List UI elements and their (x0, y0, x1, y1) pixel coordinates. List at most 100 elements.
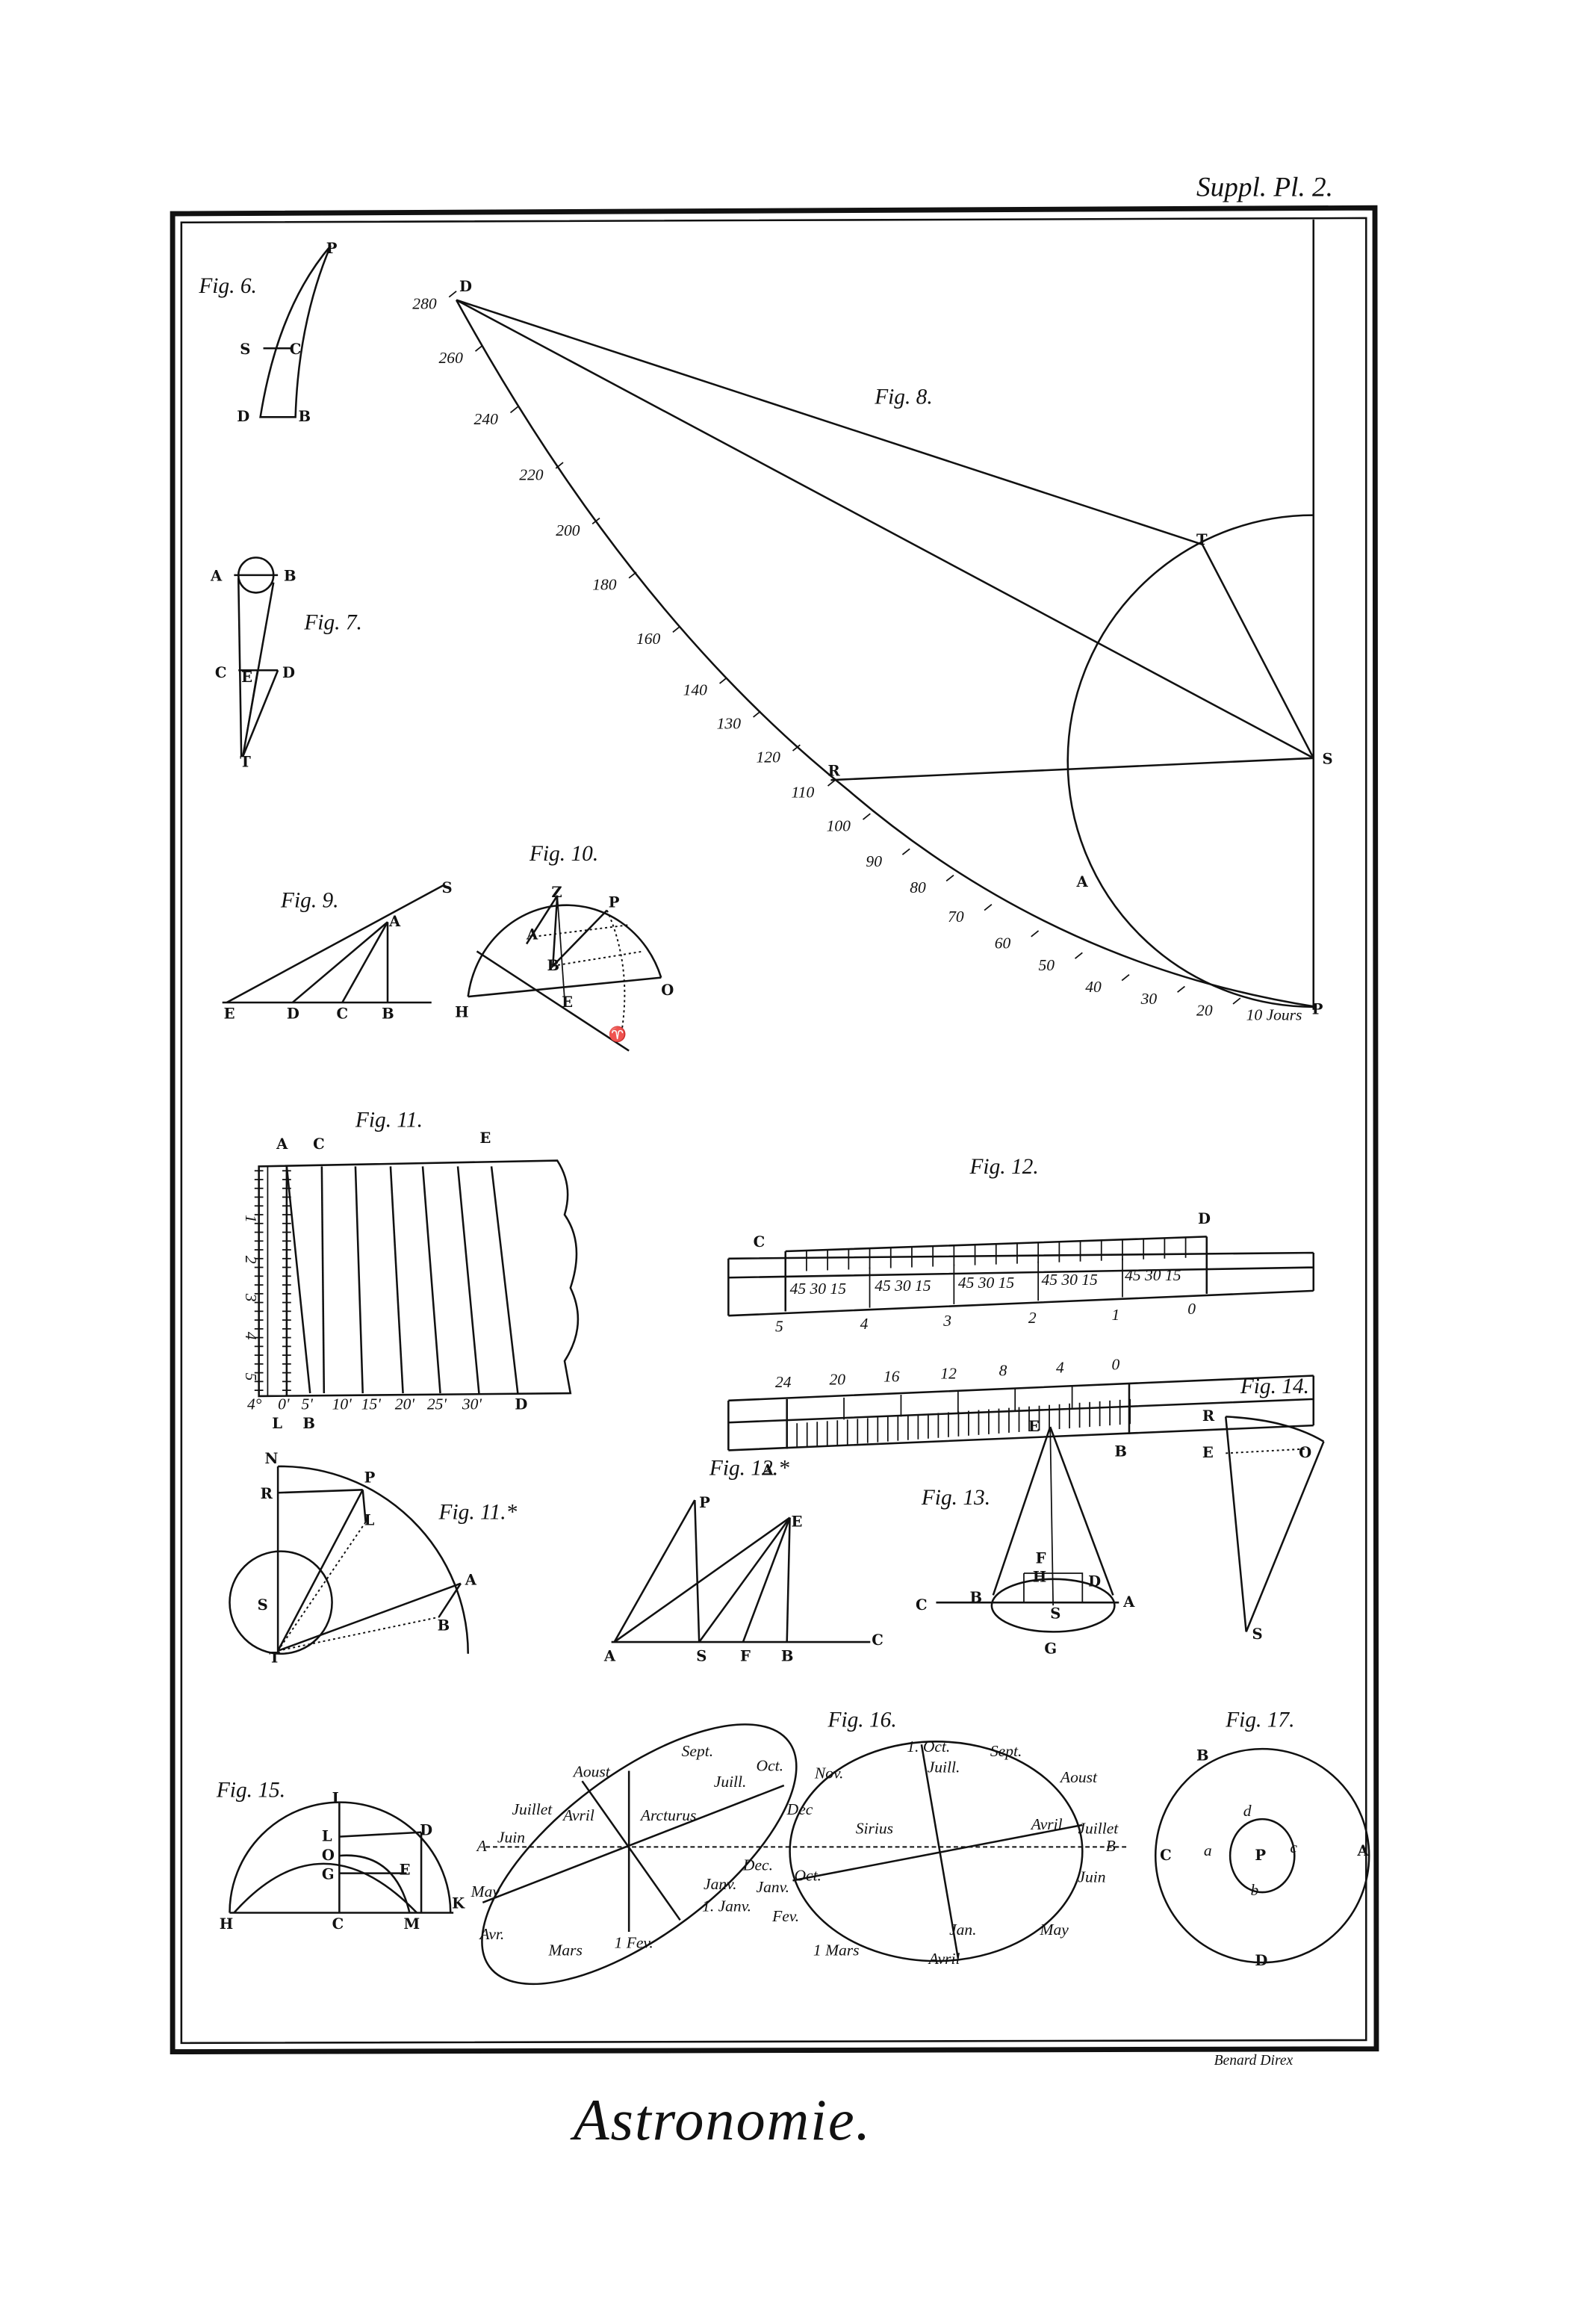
fig10-title: Fig. 10. (529, 842, 598, 866)
fig12star-label: B (781, 1648, 794, 1665)
fig13-label: B (970, 1589, 983, 1606)
fig12-minutes: 45 30 15 (1125, 1266, 1181, 1284)
fig9-label: S (441, 879, 452, 896)
fig12-hours: 1 (1111, 1306, 1119, 1324)
fig8-label: S (1323, 751, 1333, 768)
fig8-tick (827, 779, 836, 787)
fig12-label: A (761, 1462, 774, 1479)
fig12-lower-scale: 16 (883, 1367, 900, 1385)
fig16-title: Fig. 16. (827, 1708, 897, 1732)
fig12star-label: C (872, 1632, 883, 1649)
fig8-tick (719, 677, 727, 684)
fig7-label: B (284, 568, 296, 585)
fig8-tick (1177, 985, 1185, 993)
fig16-left-label: Juin (497, 1828, 525, 1846)
fig16-right-label: Oct. (794, 1866, 821, 1884)
fig11-diagonal (456, 1166, 480, 1394)
fig13-label: F (1036, 1549, 1046, 1567)
fig12star-label: A (603, 1648, 616, 1665)
figure-8 (448, 291, 1317, 1008)
figure-10 (467, 895, 662, 1052)
fig12-lower-scale: 24 (775, 1373, 792, 1391)
fig11-diagonal (285, 1166, 311, 1394)
fig16-left-label: May (470, 1883, 500, 1900)
fig12-hours: 0 (1187, 1300, 1196, 1318)
fig10-label: H (455, 1004, 468, 1021)
fig17-label: B (1196, 1747, 1209, 1764)
figure-15 (229, 1801, 454, 1914)
fig13-label: E (1028, 1418, 1040, 1435)
fig11-bottom-scale: 15' (361, 1395, 382, 1413)
fig11-side-scale: 1 (242, 1215, 260, 1223)
fig14-label: O (1299, 1444, 1311, 1461)
fig8-scale-label: 60 (995, 934, 1011, 952)
fig14-label: E (1202, 1444, 1214, 1461)
fig11-bottom-scale: 4° (247, 1395, 262, 1413)
fig11-bottom-scale: 0' (278, 1395, 290, 1413)
fig16-right-label: Dec (786, 1800, 813, 1818)
fig11-bottom-scale: 25' (427, 1395, 447, 1413)
fig16-right-label: 1. Oct. (907, 1738, 950, 1756)
fig11star-label: R (261, 1485, 273, 1502)
fig12-lower-scale: 8 (999, 1362, 1007, 1380)
fig8-scale-label: 30 (1140, 990, 1158, 1008)
fig10-label: O (661, 982, 674, 999)
fig8-tick (474, 344, 483, 352)
fig7-label: E (241, 669, 252, 686)
figure-labels: Fig. 6.Fig. 7.Fig. 8.Fig. 9.Fig. 10.Fig.… (198, 240, 1369, 1969)
fig8-scale-label: 90 (866, 852, 882, 870)
fig15-label: O (322, 1847, 335, 1864)
fig13-label: C (916, 1596, 928, 1614)
fig12-minutes: 45 30 15 (1041, 1271, 1098, 1289)
fig16-right-label: Sept. (990, 1742, 1022, 1760)
fig17-label: D (1255, 1952, 1267, 1969)
fig8-label: R (828, 762, 841, 779)
fig8-tick (1121, 974, 1130, 982)
fig8-tick (1232, 997, 1241, 1005)
fig14-label: S (1252, 1626, 1262, 1643)
fig16-left-label: A (475, 1837, 487, 1855)
fig17-label: A (1357, 1842, 1370, 1859)
fig17-title: Fig. 17. (1225, 1708, 1294, 1732)
figure-11-star (229, 1465, 470, 1655)
fig8-label: D (459, 278, 472, 295)
figure-12-star (611, 1499, 871, 1643)
fig17-label: d (1243, 1802, 1252, 1820)
fig11-side-scale: 3 (242, 1293, 260, 1302)
fig8-tick (672, 625, 681, 633)
fig8-label: T (1196, 531, 1208, 548)
fig14-label: R (1202, 1407, 1215, 1425)
fig11star-label: A (465, 1572, 477, 1589)
fig13-title: Fig. 13. (921, 1486, 990, 1510)
fig12-lower-scale: 20 (829, 1370, 845, 1388)
fig16-right-label: Juillet (1078, 1820, 1119, 1838)
fig8-tick (448, 291, 457, 298)
fig12-lower-scale: 0 (1111, 1356, 1119, 1374)
fig16-left-label: Sept. (682, 1742, 713, 1760)
fig11-bottom-scale: 30' (462, 1395, 482, 1413)
fig8-tick (555, 462, 564, 469)
fig13-label: D (1088, 1573, 1101, 1590)
fig8-tick (753, 710, 761, 718)
fig8-scale-label: 280 (412, 294, 437, 312)
fig12-title: Fig. 12. (969, 1155, 1039, 1179)
fig8-scale-label: 100 (827, 817, 851, 835)
fig15-label: K (452, 1895, 465, 1912)
fig15-label: G (322, 1865, 335, 1883)
fig12-hours: 3 (942, 1312, 951, 1330)
fig8-scale-label: 120 (757, 749, 781, 766)
fig11-diagonal (421, 1166, 441, 1394)
fig16-left-label: Mars (547, 1941, 582, 1959)
plate-title: Astronomie. (570, 2087, 872, 2152)
fig10-label: E (562, 994, 573, 1011)
fig16-right-label: May (1040, 1921, 1069, 1939)
fig8-tick (1031, 930, 1040, 938)
fig10-label: P (609, 894, 620, 911)
fig7-label: D (282, 664, 295, 681)
fig8-scale-label: 50 (1039, 956, 1055, 974)
fig12star-label: P (699, 1494, 710, 1511)
fig12-hours: 4 (860, 1315, 869, 1333)
figure-11 (254, 1159, 580, 1398)
fig11-side-scale: 5 (242, 1373, 260, 1381)
fig12-label: C (754, 1233, 765, 1251)
